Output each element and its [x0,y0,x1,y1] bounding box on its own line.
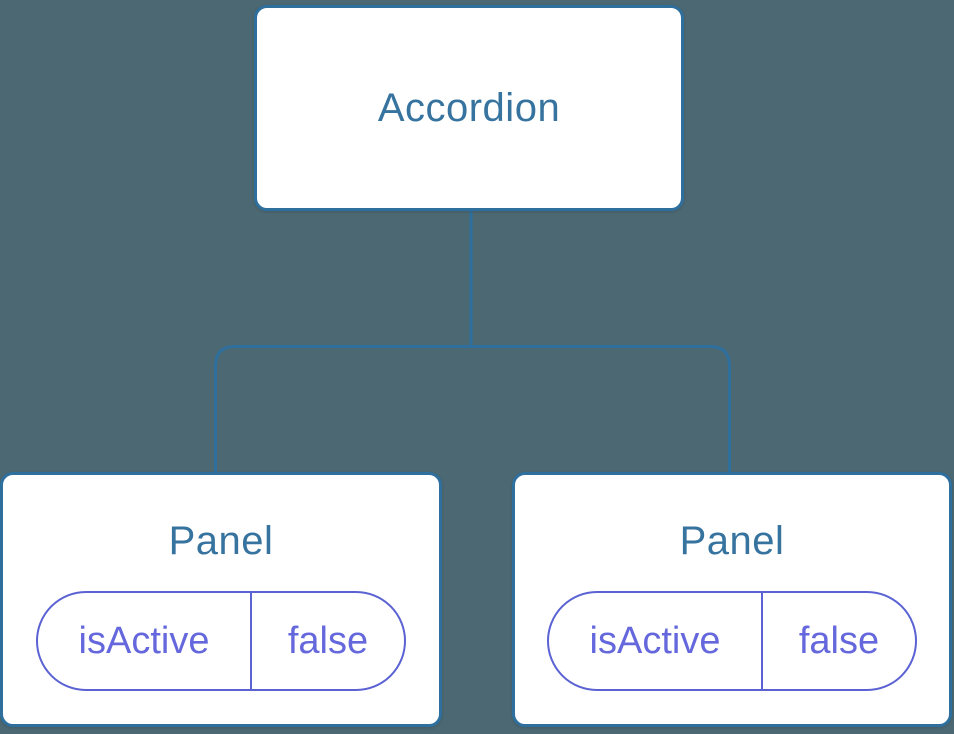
state-value-label: false [798,619,880,662]
panel-node-label: Panel [168,519,274,563]
state-pill: isActive false [547,591,917,691]
state-name-label: isActive [549,593,763,689]
connector-branch [214,345,731,473]
state-pill: isActive false [36,591,406,691]
state-name-label: isActive [38,593,252,689]
panel-node-label: Panel [679,519,785,563]
accordion-node-label: Accordion [377,86,561,130]
state-value-label: false [287,619,369,662]
panel-node-right: Panel isActive false [512,472,952,727]
panel-node-left: Panel isActive false [0,472,442,727]
accordion-node: Accordion [254,5,684,211]
